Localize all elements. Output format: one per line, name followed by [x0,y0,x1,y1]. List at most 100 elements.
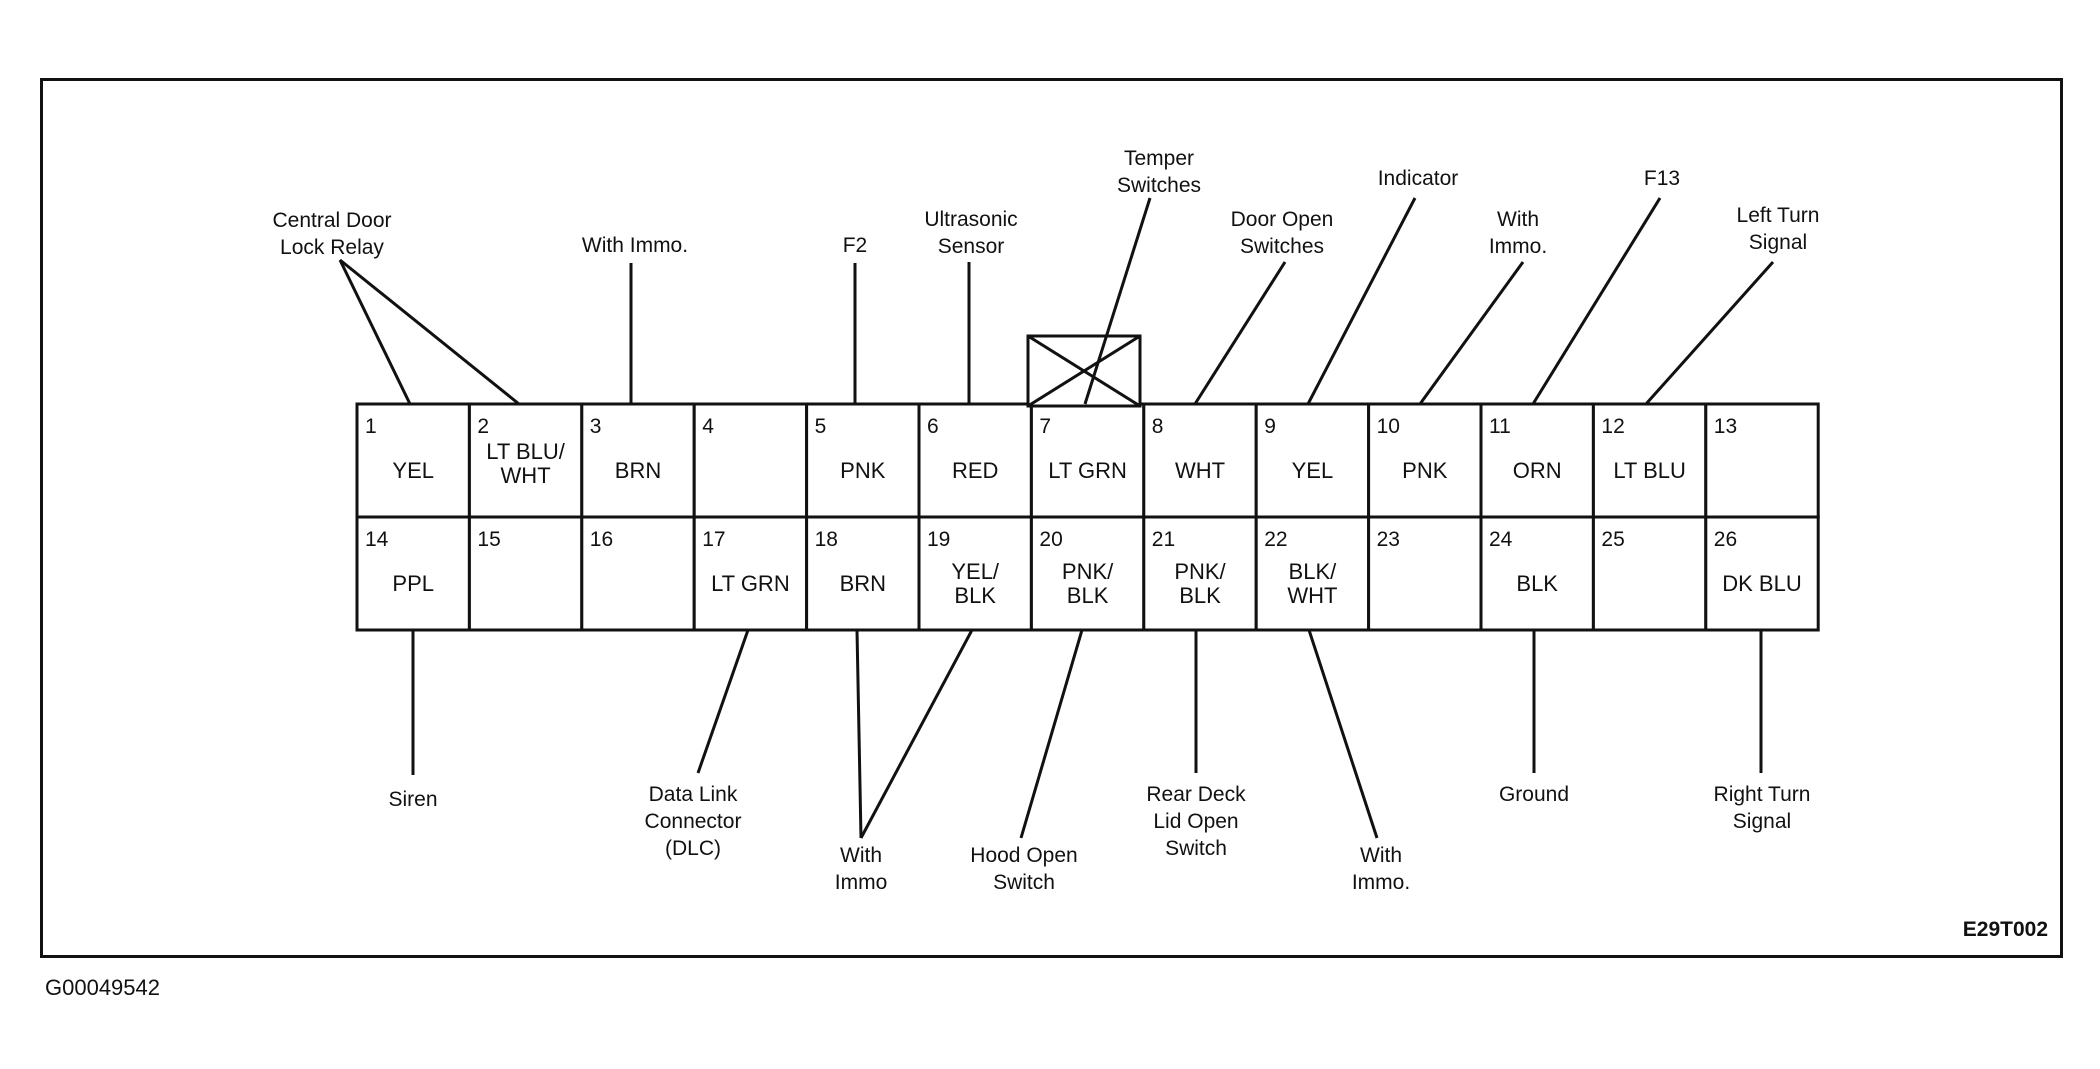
pin-box [1029,402,1146,519]
pin-number: 19 [927,528,950,551]
wire-color: BLK [1067,583,1109,608]
wire-color: ORN [1513,458,1562,483]
wire-color: BRN [840,571,886,596]
pin-cell-16: 16 [580,515,696,632]
pin-number: 25 [1601,528,1624,551]
callout-f2: F2 [843,234,868,404]
pin-number: 7 [1039,415,1051,438]
leader-line [338,259,412,405]
callout-label: Switches [1240,235,1324,258]
pin-cell-25: 25 [1591,515,1708,632]
crossed-box [1026,334,1142,408]
pin-box [692,515,809,632]
callout-label: Switch [1165,837,1227,860]
leader-line [1193,261,1287,405]
pin-number: 15 [477,528,500,551]
wire-color: LT GRN [1048,458,1127,483]
pin-box [1254,402,1371,519]
pin-box [1142,515,1258,632]
image-id: G00049542 [45,975,160,1000]
callout-label: Immo. [1352,871,1410,894]
callout-label: Immo. [1489,235,1547,258]
pin-box [467,515,584,632]
callout-label: Hood Open [970,844,1077,867]
callout-label: F13 [1644,167,1680,190]
leader-line [1531,197,1662,405]
wire-color: PNK [1402,458,1448,483]
wire-color: YEL [1292,458,1334,483]
callout-label: With [1360,844,1402,867]
leader-line [696,629,750,774]
wire-color: YEL [392,458,434,483]
pin-number: 4 [702,415,714,438]
pin-number: 21 [1152,528,1175,551]
wire-color: LT BLU/ [486,439,566,464]
wire-color: BLK/ [1289,559,1338,584]
callout-label: Indicator [1378,167,1459,190]
callout-f13: F13 [1531,167,1680,405]
leader-line [1307,629,1379,839]
pin-box [692,402,809,519]
figure-code: E29T002 [1962,918,2048,941]
wire-color: BLK [1516,571,1558,596]
callout-label: Switches [1117,174,1201,197]
pin-number: 16 [590,528,613,551]
callout-label: Data Link [649,783,738,806]
wire-color: BLK [1179,583,1221,608]
callout-ground: Ground [1499,630,1569,806]
pin-cell-13: 13 [1704,402,1820,519]
pin-box [917,515,1033,632]
callout-label: Connector [645,810,742,833]
wire-color: PNK/ [1174,559,1226,584]
pin-number: 23 [1377,528,1400,551]
callout-label: Central Door [272,209,391,232]
callout-label: F2 [843,234,868,257]
callout-siren: Siren [388,630,438,811]
callout-label: Left Turn [1737,204,1820,227]
leader-line [339,258,520,406]
pin-box [1479,402,1595,519]
diagram-frame [40,78,2063,958]
callout-label: Signal [1749,231,1807,254]
pin-number: 8 [1152,415,1164,438]
callout-label: With Immo. [582,234,688,257]
pin-box [917,402,1033,519]
callout-label: With [840,844,882,867]
callout-label: Lid Open [1153,810,1238,833]
wire-color: BRN [615,458,661,483]
pin-cell-23: 23 [1367,515,1483,632]
pin-number: 3 [590,415,602,438]
callout-label: Ultrasonic [924,208,1017,231]
callout-label: Ground [1499,783,1569,806]
callout-label: Door Open [1231,208,1334,231]
pin-number: 26 [1714,528,1737,551]
wire-color: PPL [392,571,434,596]
callout-label: Lock Relay [280,236,384,259]
wire-color: YEL/ [951,559,1000,584]
callout-with-immo-3: With Immo. [582,234,688,404]
leader-line [855,629,863,839]
leader-line [1306,197,1417,405]
pin-box [1142,402,1258,519]
